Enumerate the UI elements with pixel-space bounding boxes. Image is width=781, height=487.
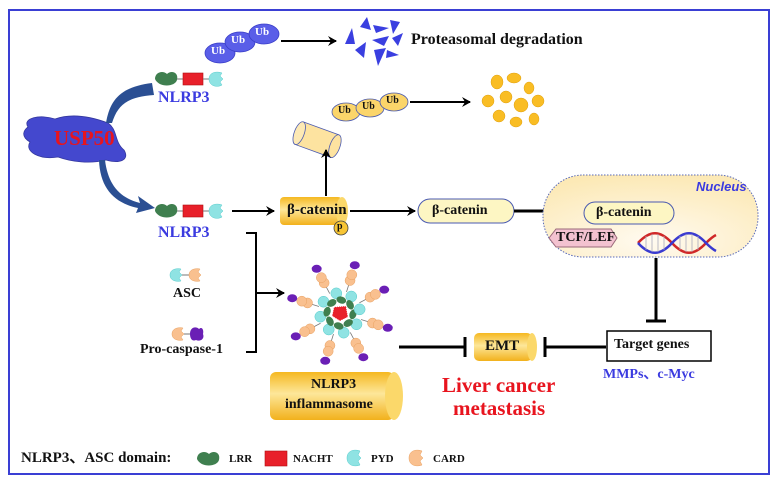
inflammasome-card	[296, 295, 308, 307]
tcf-lef-label: TCF/LEF	[556, 230, 616, 245]
legend-pyd-icon	[346, 449, 362, 467]
procaspase-label: Pro-caspase-1	[140, 342, 223, 357]
inflammasome-pyd	[350, 318, 363, 331]
procaspase-molecule-icon	[171, 327, 204, 341]
inflammasome-lrr	[327, 299, 337, 307]
inflammasome-caspase	[311, 264, 322, 273]
inflammasome-complex-icon	[287, 261, 393, 365]
inflammasome-nacht-core	[331, 305, 349, 322]
ubiquitinated-beta-catenin-icon	[292, 121, 342, 158]
figure-frame	[8, 9, 770, 475]
inflammasome-caspase	[358, 353, 369, 362]
inflammasome-pyd	[345, 290, 358, 303]
inflammasome-pyd	[337, 326, 350, 339]
inflammasome-caspase	[379, 285, 390, 294]
inflammasome-pyd	[314, 310, 327, 323]
inflammasome-pyd	[330, 287, 343, 300]
legend-title: NLRP3、ASC domain:	[21, 450, 172, 466]
inflammasome-caspase	[349, 261, 360, 270]
inflammasome-lrr	[326, 316, 334, 326]
inflammasome-lrr	[333, 322, 344, 330]
inflammasome-card	[316, 272, 327, 283]
ub-yellow-label-1: Ub	[338, 105, 351, 116]
inflammasome-card	[299, 326, 310, 337]
legend-nacht-label: NACHT	[293, 453, 333, 465]
inflammasome-pyd	[322, 323, 335, 336]
inflammasome-caspase	[287, 294, 298, 303]
inflammasome-label-1: NLRP3	[311, 377, 357, 392]
inflammasome-card	[322, 345, 334, 357]
target-examples-label: MMPs、c-Myc	[603, 367, 695, 382]
legend-lrr-icon	[197, 451, 220, 466]
degraded-fragments-icon	[481, 72, 545, 128]
inflammasome-lrr	[323, 306, 331, 317]
legend-nacht-icon	[264, 450, 288, 467]
inflammasome-lrr	[346, 300, 354, 310]
usp50-arrow-up-icon	[106, 83, 154, 123]
inflammasome-caspase	[290, 332, 301, 341]
nlrp3-top-molecule-icon	[155, 71, 224, 87]
tcf-lef-hexagon	[548, 228, 618, 248]
inflammasome-card	[370, 289, 381, 300]
inflammasome-card	[372, 319, 384, 331]
ub-blue-label-1: Ub	[211, 45, 226, 57]
inflammasome-cylinder	[270, 372, 403, 420]
outcome-label-1: Liver cancer	[442, 373, 556, 397]
inflammasome-caspase	[382, 323, 393, 332]
beta-catenin-nuc-label: β-catenin	[596, 205, 652, 220]
ub-yellow-3	[379, 92, 409, 112]
legend-pyd-label: PYD	[371, 453, 394, 465]
legend-card-label: CARD	[433, 453, 465, 465]
target-genes-label: Target genes	[614, 337, 690, 352]
phospho-label: p	[337, 221, 343, 232]
beta-catenin-p-cylinder	[280, 197, 349, 236]
ubiquitin-chain-blue	[204, 23, 280, 64]
usp50-label: USP50	[54, 126, 115, 150]
beta-catenin-p-label: β-catenin	[287, 202, 347, 218]
inflammasome-lrr	[336, 296, 347, 304]
inflammasome-card	[353, 343, 364, 354]
nlrp3-mid-label: NLRP3	[158, 224, 210, 241]
usp50-blob-icon	[23, 115, 127, 163]
inflammasome-caspase	[320, 356, 331, 365]
beta-catenin-cyto-label: β-catenin	[432, 203, 488, 218]
nlrp3-top-label: NLRP3	[158, 89, 210, 106]
beta-catenin-nuc-pill	[583, 201, 675, 225]
outcome-label-2: metastasis	[453, 396, 546, 420]
legend-card-icon	[408, 449, 424, 467]
phospho-badge-icon	[333, 220, 349, 236]
proteasomal-fragments-icon	[345, 17, 403, 66]
legend-lrr-label: LRR	[229, 453, 253, 465]
ub-blue-label-2: Ub	[231, 34, 246, 46]
ubiquitin-chain-yellow	[331, 92, 409, 122]
dna-helix-icon	[637, 232, 717, 254]
ub-blue-label-3: Ub	[255, 26, 270, 38]
nlrp3-mid-molecule-icon	[155, 203, 224, 219]
nucleus-label: Nucleus	[696, 179, 747, 194]
assembly-bracket	[246, 232, 257, 353]
proteasomal-degradation-label: Proteasomal degradation	[411, 31, 583, 48]
ub-yellow-label-2: Ub	[362, 101, 375, 112]
emt-cylinder	[474, 333, 537, 361]
asc-molecule-icon	[169, 268, 202, 282]
target-genes-box	[606, 330, 712, 362]
emt-label: EMT	[485, 338, 520, 354]
usp50-arrow-down-icon	[99, 160, 155, 213]
inflammasome-lrr	[343, 319, 353, 327]
ub-yellow-label-3: Ub	[386, 95, 399, 106]
inflammasome-label-2: inflammasome	[285, 397, 373, 412]
inflammasome-pyd	[317, 295, 330, 308]
inflammasome-pyd	[353, 303, 366, 316]
asc-label: ASC	[173, 286, 202, 301]
inflammasome-card	[346, 269, 358, 281]
ub-blue-3	[248, 23, 280, 45]
